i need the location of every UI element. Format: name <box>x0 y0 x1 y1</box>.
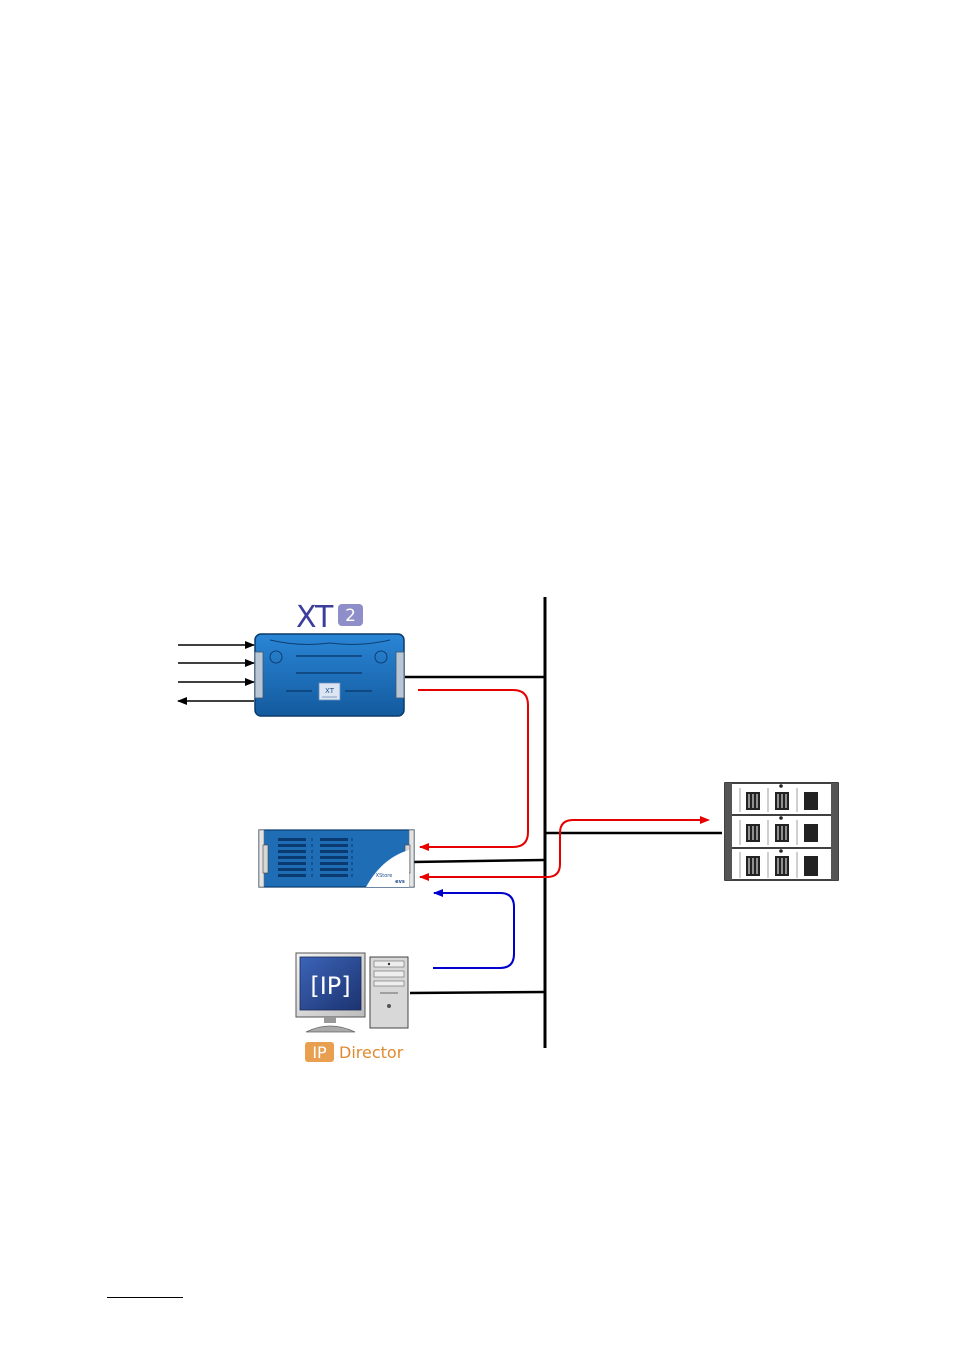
xt-io-arrows <box>178 645 254 701</box>
ipdirector-workstation: [IP] IP Director <box>296 953 408 1062</box>
xt-chassis <box>255 634 404 716</box>
ipdirector-network-link <box>410 992 545 993</box>
ipdirector-screen-logo: [IP] <box>310 972 350 1000</box>
workstation-monitor-stand <box>306 1026 355 1032</box>
xstore-server: XStore evs <box>259 830 414 887</box>
xstore-sub-brand: evs <box>395 879 405 885</box>
storage-to-xstore-flow <box>420 820 708 877</box>
xt-logo-text: XT <box>296 600 334 635</box>
xt-server: XT 2 XT <box>255 600 404 716</box>
xstore-brand-text: XStore <box>376 873 393 879</box>
ipdirector-label: Director <box>339 1043 404 1062</box>
xt-front-label-text: XT <box>325 687 335 695</box>
ipdirector-to-xstore-flow <box>433 893 514 968</box>
xstore-to-storage-arrowhead <box>700 816 710 824</box>
xstore-network-link <box>413 860 545 862</box>
footer-rule <box>107 1297 183 1298</box>
xt-logo-badge-text: 2 <box>345 606 356 626</box>
storage-rack <box>725 783 838 880</box>
xt-to-xstore-flow <box>418 690 528 847</box>
ipdirector-badge-text: IP <box>312 1043 327 1062</box>
